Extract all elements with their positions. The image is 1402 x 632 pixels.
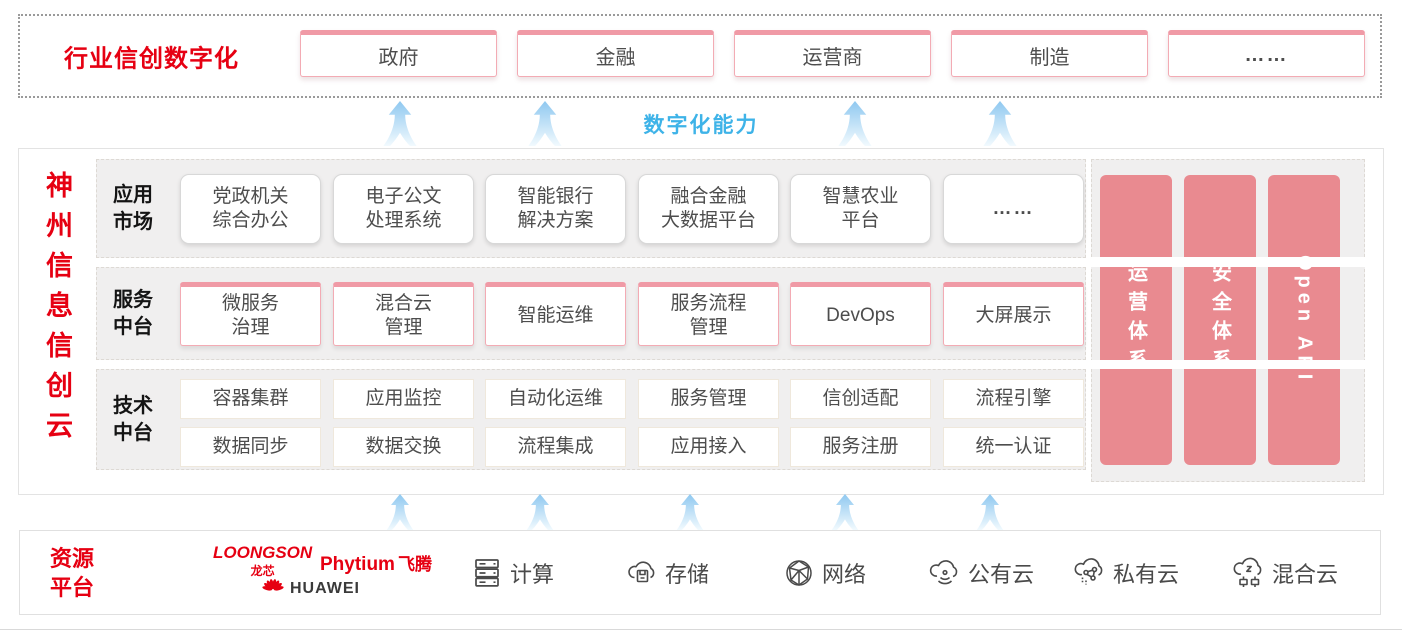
- tech-box: 统一认证: [943, 427, 1084, 467]
- up-arrow-icon: [385, 494, 415, 530]
- service-box: 服务流程 管理: [638, 282, 779, 346]
- network-icon: [782, 556, 816, 590]
- tech-box: 服务注册: [790, 427, 931, 467]
- public-cloud-icon: [928, 556, 962, 590]
- row-label-service-platform: 服务 中台: [113, 288, 153, 338]
- loongson-wordmark: LOONGSON: [213, 543, 313, 562]
- loongson-logo: LOONGSON 龙芯: [213, 543, 312, 579]
- row-gap-stripe: [1090, 360, 1366, 369]
- resource-public-cloud-label: 公有云: [968, 561, 1035, 587]
- service-box: 大屏展示: [943, 282, 1084, 346]
- service-box: DevOps: [790, 282, 931, 346]
- resource-compute-label: 计算: [510, 561, 555, 587]
- resource-platform-panel: 资源 平台 LOONGSON 龙芯 Phytium 飞腾 HUAWEI 计算 存…: [19, 530, 1381, 615]
- huawei-wordmark: HUAWEI: [290, 580, 360, 597]
- bottom-divider: [0, 629, 1402, 630]
- row-label-technology-platform: 技术 中台: [113, 394, 153, 444]
- row-service-platform: 服务 中台 微服务 治理 混合云 管理 智能运维 服务流程 管理 DevOps …: [96, 267, 1086, 360]
- up-arrow-icon: [675, 494, 705, 530]
- up-arrow-icon: [528, 101, 562, 146]
- up-arrow-icon: [383, 101, 417, 146]
- row-application-market: 应用 市场 党政机关 综合办公 电子公文 处理系统 智能银行 解决方案 融合金融…: [96, 159, 1086, 258]
- sector-box-finance: 金融: [517, 30, 714, 77]
- row-gap-stripe: [1090, 257, 1366, 267]
- tech-box: 流程集成: [485, 427, 626, 467]
- up-arrow-icon: [525, 494, 555, 530]
- sector-box-operator: 运营商: [734, 30, 931, 77]
- server-icon: [470, 556, 504, 590]
- loongson-chinese: 龙芯: [250, 564, 275, 578]
- pillar-security-system: 安全体系: [1184, 175, 1256, 465]
- tech-box: 服务管理: [638, 379, 779, 419]
- app-box: 智慧农业 平台: [790, 174, 931, 244]
- resource-hybrid-cloud: 混合云: [1232, 531, 1338, 614]
- resource-storage: 存储: [625, 531, 709, 614]
- up-arrow-icon: [975, 494, 1005, 530]
- tech-box: 数据交换: [333, 427, 474, 467]
- service-box: 混合云 管理: [333, 282, 474, 346]
- storage-icon: [625, 556, 659, 590]
- row-label-application-market: 应用 市场: [113, 183, 153, 233]
- resource-storage-label: 存储: [665, 561, 710, 587]
- resource-private-cloud: 私有云: [1073, 531, 1179, 614]
- huawei-logo: HUAWEI: [262, 578, 360, 600]
- row-technology-platform: 技术 中台 容器集群 应用监控 自动化运维 服务管理 信创适配 流程引擎 数据同…: [96, 369, 1086, 470]
- phytium-wordmark: Phytium: [320, 554, 395, 575]
- sector-box-government: 政府: [300, 30, 497, 77]
- sector-box-more: ……: [1168, 30, 1365, 77]
- resource-hybrid-cloud-label: 混合云: [1272, 561, 1339, 587]
- tech-box: 信创适配: [790, 379, 931, 419]
- pillar-open-api: Open API: [1268, 175, 1340, 465]
- resource-private-cloud-label: 私有云: [1113, 561, 1180, 587]
- tech-box: 容器集群: [180, 379, 321, 419]
- cloud-platform-panel: 神州信息信创云 应用 市场 党政机关 综合办公 电子公文 处理系统 智能银行 解…: [18, 148, 1384, 495]
- resource-public-cloud: 公有云: [928, 531, 1034, 614]
- sector-box-manufacture: 制造: [951, 30, 1148, 77]
- phytium-chinese: 飞腾: [397, 555, 432, 574]
- pillar-operations-system: 运营体系: [1100, 175, 1172, 465]
- resource-platform-label: 资源 平台: [50, 545, 95, 600]
- app-box: 智能银行 解决方案: [485, 174, 626, 244]
- up-arrow-icon: [838, 101, 872, 146]
- tech-box: 应用接入: [638, 427, 779, 467]
- resource-compute: 计算: [470, 531, 554, 614]
- pillar-panel: 运营体系 安全体系 Open API: [1090, 159, 1366, 482]
- app-box: 电子公文 处理系统: [333, 174, 474, 244]
- hybrid-cloud-icon: [1232, 556, 1266, 590]
- private-cloud-icon: [1073, 556, 1107, 590]
- app-box: 党政机关 综合办公: [180, 174, 321, 244]
- up-arrow-icon: [830, 494, 860, 530]
- capability-label: 数字化能力: [643, 114, 759, 137]
- industry-banner: 行业信创数字化 政府 金融 运营商 制造 ……: [18, 14, 1382, 98]
- tech-box: 自动化运维: [485, 379, 626, 419]
- phytium-logo: Phytium 飞腾: [320, 550, 432, 576]
- service-box: 智能运维: [485, 282, 626, 346]
- industry-banner-title: 行业信创数字化: [64, 45, 239, 73]
- tech-box: 流程引擎: [943, 379, 1084, 419]
- resource-network: 网络: [782, 531, 866, 614]
- service-box: 微服务 治理: [180, 282, 321, 346]
- platform-vertical-title: 神州信息信创云: [42, 171, 72, 451]
- huawei-flower-icon: [262, 578, 284, 600]
- tech-box: 数据同步: [180, 427, 321, 467]
- up-arrow-icon: [983, 101, 1017, 146]
- tech-box: 应用监控: [333, 379, 474, 419]
- app-box: 融合金融 大数据平台: [638, 174, 779, 244]
- app-box-more: ……: [943, 174, 1084, 244]
- resource-network-label: 网络: [822, 561, 867, 587]
